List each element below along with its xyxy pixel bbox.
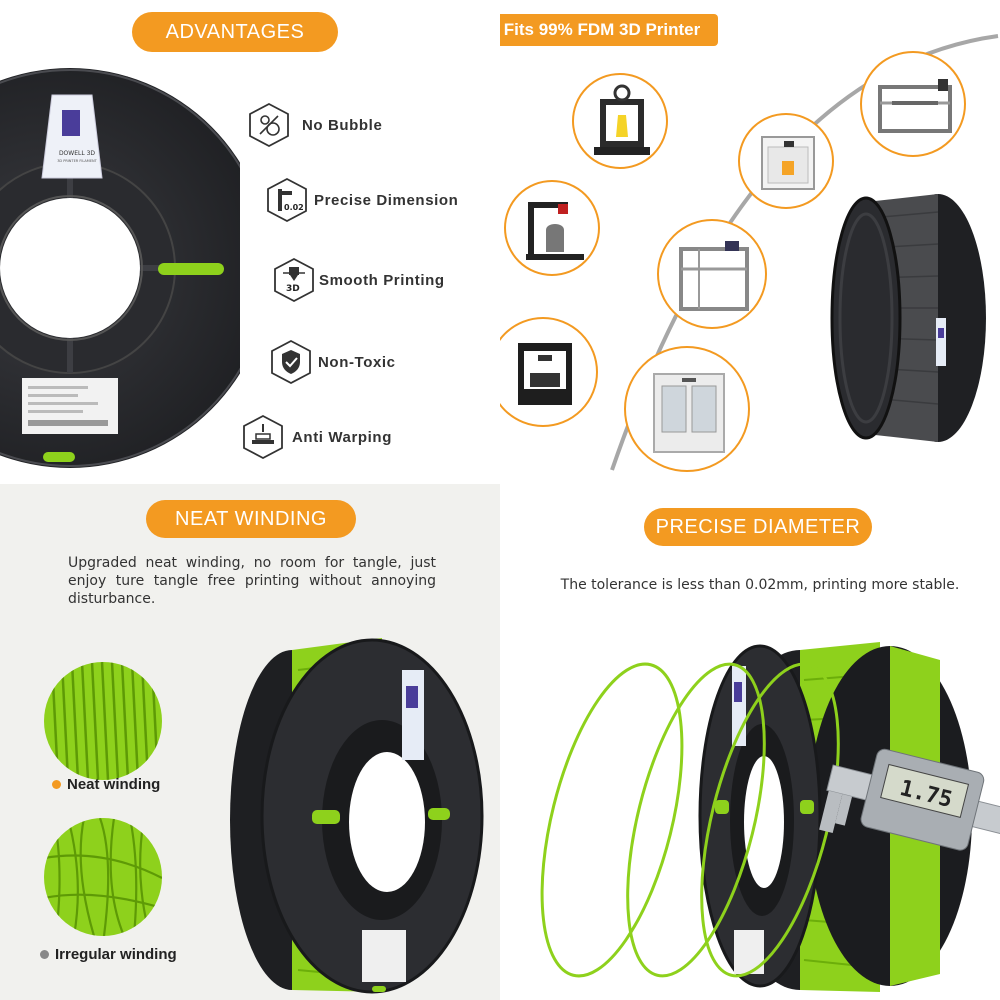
spool-brand: DOWELL 3D — [58, 150, 96, 157]
spool-green-image — [230, 638, 484, 994]
spool-dark-image — [830, 194, 986, 442]
advantage-label: No Bubble — [302, 116, 383, 134]
warp-icon — [240, 414, 286, 460]
orange-dot — [52, 780, 61, 789]
shield-icon — [268, 339, 314, 385]
spool-front-image — [0, 68, 240, 468]
advantage-precise-dimension: 0.02 Precise Dimension — [264, 177, 458, 223]
advantages-title: ADVANTAGES — [132, 12, 338, 52]
advantage-no-bubble: No Bubble — [246, 102, 382, 148]
precise-diameter-panel: PRECISE DIAMETER The tolerance is less t… — [500, 484, 1000, 1000]
advantage-label: Anti Warping — [292, 428, 392, 446]
grey-dot — [40, 950, 49, 959]
neat-winding-text: Neat winding — [67, 776, 161, 793]
irregular-winding-text: Irregular winding — [55, 946, 177, 963]
neat-winding-title: NEAT WINDING — [146, 500, 356, 538]
precise-diameter-title: PRECISE DIAMETER — [644, 508, 872, 546]
compatibility-title: Fits 99% FDM 3D Printer — [500, 14, 718, 46]
caliper-icon: 0.02 — [264, 177, 310, 223]
advantage-label: Non-Toxic — [318, 353, 396, 371]
neat-winding-label: Neat winding — [52, 776, 160, 793]
printer-circle-3 — [738, 113, 834, 209]
spool-caliper-image — [540, 642, 1000, 992]
printer-circle-2 — [860, 51, 966, 157]
irregular-winding-label: Irregular winding — [40, 946, 177, 963]
printer-circle-6 — [500, 317, 598, 427]
advantages-panel: ADVANTAGES DOWELL 3D 3D PRINTER FILAMENT — [0, 0, 500, 480]
advantage-anti-warping: Anti Warping — [240, 414, 392, 460]
advantage-label: Smooth Printing — [319, 271, 445, 289]
advantage-smooth-printing: 3D Smooth Printing — [271, 257, 445, 303]
bubble-icon — [246, 102, 292, 148]
precise-diameter-description: The tolerance is less than 0.02mm, print… — [560, 577, 960, 593]
nozzle-icon-text: 3D — [286, 284, 300, 294]
compatibility-panel: Fits 99% FDM 3D Printer — [500, 0, 1000, 480]
neat-winding-swatch — [44, 662, 162, 780]
caliper-icon-text: 0.02 — [284, 203, 304, 212]
neat-winding-panel: NEAT WINDING Upgraded neat winding, no r… — [0, 484, 500, 1000]
nozzle-icon: 3D — [271, 257, 317, 303]
advantage-label: Precise Dimension — [314, 191, 459, 209]
printer-circle-5 — [657, 219, 767, 329]
printer-circle-4 — [504, 180, 600, 276]
spool-brand-sub: 3D PRINTER FILAMENT — [57, 159, 97, 163]
irregular-winding-swatch — [44, 818, 162, 936]
neat-winding-description: Upgraded neat winding, no room for tangl… — [68, 555, 436, 607]
advantage-non-toxic: Non-Toxic — [268, 339, 396, 385]
printer-circle-1 — [572, 73, 668, 169]
printer-circle-7 — [624, 346, 750, 472]
